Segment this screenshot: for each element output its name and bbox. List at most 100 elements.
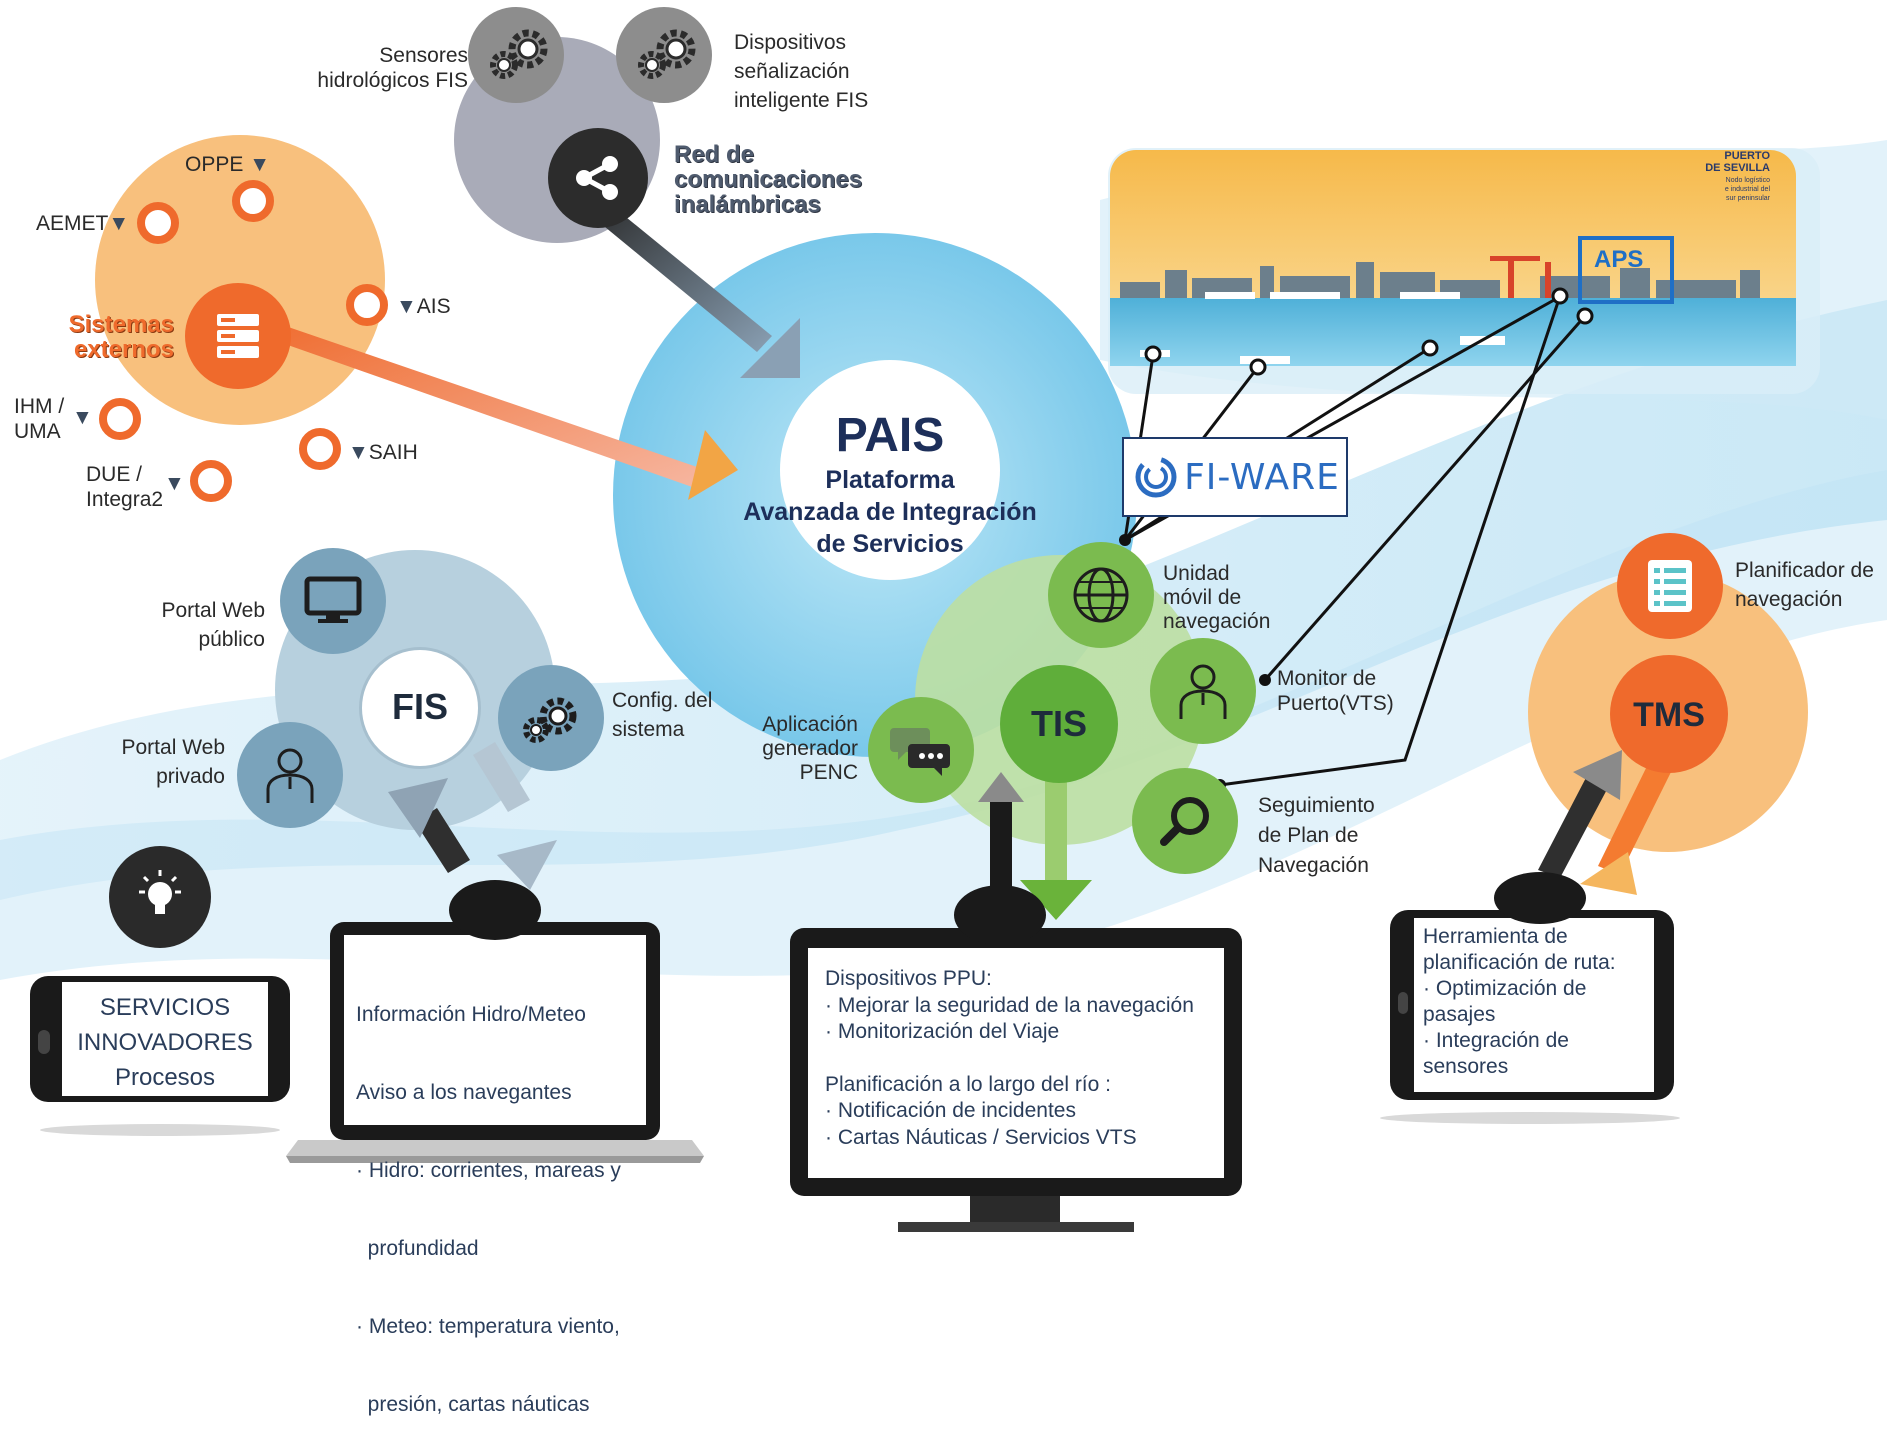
planificador-label: Planificador de navegación — [1735, 556, 1874, 614]
config-node — [498, 665, 604, 771]
integra-text: Integra2 — [86, 488, 164, 511]
red-label-line: inalámbricas — [674, 191, 821, 218]
tis-node — [1000, 665, 1118, 783]
seguimiento-label: Seguimiento de Plan de Navegación — [1258, 791, 1375, 881]
pais-subtitle-line: de Servicios — [816, 530, 964, 558]
phone-right-line: pasajes — [1423, 1003, 1496, 1026]
lightbulb-icon — [139, 870, 181, 914]
aemet-label: AEMET▼ — [36, 211, 129, 236]
planificador-line: navegación — [1735, 588, 1843, 611]
saih-label: ▼SAIH — [348, 440, 418, 465]
port-tagline-line: e industrial del — [1724, 186, 1770, 193]
share-node — [548, 128, 648, 228]
search-icon — [1160, 797, 1209, 846]
ais-node — [346, 284, 388, 326]
triangle-down-icon: ▼ — [108, 212, 130, 235]
portal-publico-label: Portal Web público — [100, 596, 266, 654]
unidad-line: Unidad — [1163, 562, 1230, 585]
sensores-label-line: Sensores — [379, 44, 468, 67]
phone-right-line: sensores — [1423, 1055, 1509, 1078]
server-node — [185, 283, 291, 389]
aemet-node — [137, 202, 179, 244]
dispositivos-label: Dispositivos señalización inteligente FI… — [734, 28, 934, 115]
seguimiento-line: de Plan de — [1258, 824, 1359, 847]
search-node — [1132, 768, 1238, 874]
config-label: Config. del sistema — [612, 686, 712, 744]
monitor-line: Monitor de — [1277, 667, 1377, 690]
phone-right-line: · Optimización de — [1423, 977, 1587, 1000]
chat-icon — [890, 728, 950, 776]
portal-publico-line: público — [198, 628, 265, 651]
red-comunicaciones-label: Red de comunicaciones inalámbricas — [674, 142, 862, 217]
monitor-puerto-label: Monitor de Puerto(VTS) — [1277, 666, 1394, 716]
red-label-line: Red de — [674, 141, 755, 168]
aplicacion-line: generador — [762, 737, 858, 760]
gears-icon — [490, 29, 548, 79]
phone-right-line: Herramienta de — [1423, 925, 1568, 948]
monitor-line: · Cartas Náuticas / Servicios VTS — [825, 1125, 1137, 1149]
share-icon — [576, 156, 618, 200]
gears-icon — [638, 29, 696, 79]
checklist-node — [1617, 533, 1723, 639]
sensores-label-line: hidrológicos FIS — [317, 69, 468, 92]
planificador-line: Planificador de — [1735, 559, 1874, 582]
user-vts-node — [1150, 638, 1256, 744]
oppe-label: OPPE ▼ — [185, 152, 270, 177]
port-brand: PUERTO DE SEVILLA Nodo logístico e indus… — [1700, 150, 1770, 203]
pais-subtitle-line: Plataforma — [825, 466, 955, 494]
triangle-down-icon: ▼ — [164, 472, 185, 495]
phone-right-line: planificación de ruta: — [1423, 951, 1616, 974]
dispositivos-node — [616, 7, 712, 103]
phone-left-line: Procesos — [114, 1064, 216, 1091]
ihm-text: IHM / — [14, 395, 65, 418]
aplicacion-line: PENC — [799, 761, 858, 784]
portal-privado-label: Portal Web privado — [60, 733, 226, 791]
due-label: DUE / Integra2 — [86, 462, 163, 512]
portal-publico-line: Portal Web — [161, 599, 266, 622]
globe-icon — [1073, 567, 1129, 623]
monitor-node — [280, 548, 386, 654]
tis-label: TIS — [1030, 703, 1087, 744]
seguimiento-line: Navegación — [1258, 854, 1369, 877]
due-text: DUE / — [86, 463, 143, 486]
ais-text: AIS — [416, 295, 451, 318]
laptop-line: · Meteo: temperatura viento, — [356, 1315, 620, 1338]
monitor-line: Dispositivos PPU: — [825, 967, 992, 990]
config-line: Config. del — [612, 689, 713, 712]
aemet-text: AEMET — [36, 212, 109, 235]
pais-subtitle: Plataforma Avanzada de Integración de Se… — [700, 464, 1080, 560]
ihm-node — [99, 398, 141, 440]
portal-privado-line: privado — [156, 765, 225, 788]
checklist-icon — [1648, 560, 1692, 612]
uma-text: UMA — [14, 420, 61, 443]
laptop-line: presión, cartas náuticas — [356, 1393, 590, 1416]
phone-right-screen-text: Herramienta de planificación de ruta: · … — [1423, 924, 1653, 1080]
user-icon — [1179, 664, 1227, 719]
unidad-line: navegación — [1163, 610, 1271, 633]
pais-subtitle-line: Avanzada de Integración — [743, 498, 1037, 526]
fis-node — [359, 647, 481, 769]
sistemas-externos-label: Sistemas externos — [40, 312, 174, 362]
externos-title-line: Sistemas — [68, 311, 174, 338]
oppe-node — [232, 180, 274, 222]
pais-title: PAIS — [835, 409, 945, 462]
oppe-text: OPPE — [185, 153, 244, 176]
phone-right-line: · Integración de — [1423, 1029, 1569, 1052]
port-tagline-line: Nodo logístico — [1725, 177, 1770, 184]
tms-node — [1610, 655, 1728, 773]
lightbulb-node — [109, 846, 211, 948]
user-icon — [266, 748, 314, 803]
globe-node — [1048, 542, 1154, 648]
aps-label: APS — [1594, 246, 1644, 273]
fiware-swirl-icon — [1135, 456, 1177, 498]
user-node — [237, 722, 343, 828]
monitor-line: Planificación a lo largo del río : — [825, 1072, 1111, 1096]
chat-node — [868, 697, 974, 803]
fiware-text: FI-WARE — [1184, 456, 1340, 498]
phone-left-line: SERVICIOS — [99, 994, 231, 1021]
aplicacion-line: Aplicación — [762, 713, 858, 736]
laptop-line: · Hidro: corrientes, mareas y — [356, 1159, 621, 1182]
triangle-down-icon: ▼ — [249, 153, 270, 176]
red-label-line: comunicaciones — [674, 166, 863, 193]
triangle-down-icon: ▼ — [348, 441, 369, 464]
